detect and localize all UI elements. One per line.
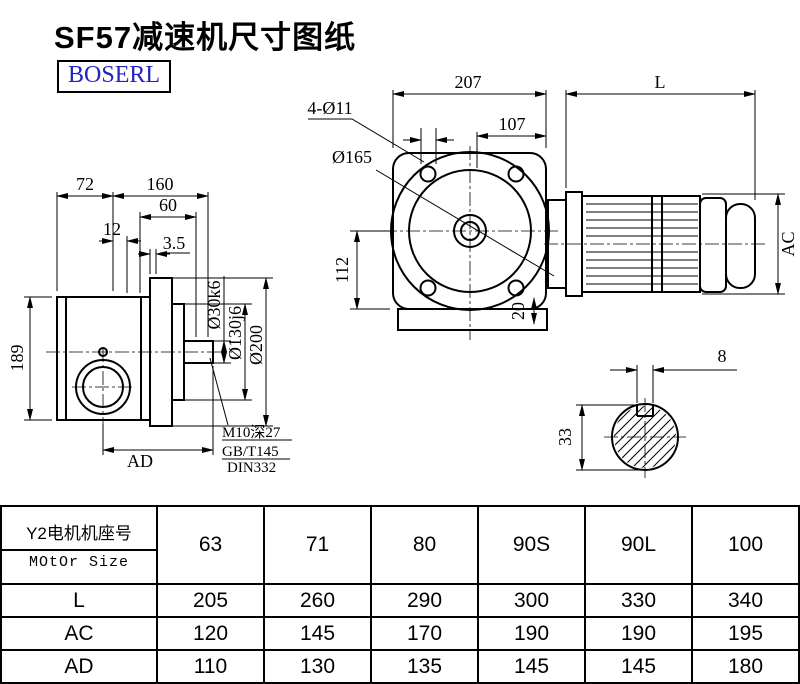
dim-112-label: 112 [332,257,352,283]
row-label-ad: AD [0,649,158,684]
dim-165-label: Ø165 [332,147,372,167]
size-cell-90s: 90S [477,504,586,586]
dim-107-label: 107 [499,114,526,134]
dim-207-label: 207 [455,72,482,92]
table-row-ac: AC 120 145 170 190 190 195 [0,616,800,652]
dim-ad-label: AD [127,451,153,471]
value-cell: 145 [263,616,372,652]
dim-72-label: 72 [76,174,94,194]
dim-12-label: 12 [103,219,121,239]
value-cell: 110 [156,649,265,684]
value-cell: 260 [263,583,372,619]
dim-keyway-width-label: 8 [718,346,727,366]
row-label-ac: AC [0,616,158,652]
dim-motor-length-label: L [655,72,666,92]
dim-60-label: 60 [159,195,177,215]
page-title: SF57减速机尺寸图纸 [54,20,357,55]
table-row-l: L 205 260 290 300 330 340 [0,583,800,619]
dim-20-label: 20 [508,302,528,320]
side-view-dimension-lines [24,192,292,460]
size-cell-71: 71 [263,504,372,586]
front-view-centerlines [383,146,766,340]
boserl-logo: BOSERL [57,60,172,93]
dim-160-label: 160 [147,174,174,194]
motor-size-header-cell: Y2电机机座号 MOtOr Size [0,504,158,586]
dim-flange-diameter-label: Ø200 [246,325,266,365]
value-cell: 205 [156,583,265,619]
shaft-section-drawing: 8 33 [555,346,737,478]
value-cell: 135 [370,649,479,684]
value-cell: 300 [477,583,586,619]
front-view-dimension-lines [308,90,785,325]
value-cell: 340 [691,583,800,619]
side-view-drawing: 72 160 60 12 3.5 189 AD Ø30k6 Ø130j6 Ø20… [7,174,292,476]
technical-drawing: 72 160 60 12 3.5 189 AD Ø30k6 Ø130j6 Ø20… [7,72,798,478]
dim-spigot-diameter-label: Ø130j6 [225,306,245,360]
tapped-hole-note-line1: M10深27 [222,424,281,441]
value-cell: 330 [584,583,693,619]
tapped-hole-note-line3: DIN332 [227,460,276,476]
dim-189-label: 189 [7,345,27,372]
table-row-motor-size: Y2电机机座号 MOtOr Size 63 71 80 90S 90L 100 [0,504,800,586]
dim-shaft-diameter-label: Ø30k6 [204,281,224,330]
value-cell: 190 [584,616,693,652]
value-cell: 120 [156,616,265,652]
dim-33-label: 33 [555,428,575,446]
value-cell: 195 [691,616,800,652]
value-cell: 145 [584,649,693,684]
dimension-table: Y2电机机座号 MOtOr Size 63 71 80 90S 90L 100 … [0,504,800,684]
dim-motor-height-label: AC [778,231,798,256]
motor-cooling-fins [586,203,698,285]
motor-size-label-cn: Y2电机机座号 [2,515,156,552]
dim-bolt-holes-label: 4-Ø11 [307,98,352,118]
value-cell: 180 [691,649,800,684]
size-cell-80: 80 [370,504,479,586]
table-row-ad: AD 110 130 135 145 145 180 [0,649,800,684]
size-cell-63: 63 [156,504,265,586]
shaft-section-dimension-lines [576,365,737,471]
front-view-drawing: 207 L 107 4-Ø11 Ø165 112 20 AC [307,72,798,340]
row-label-l: L [0,583,158,619]
side-view-centerlines [46,348,232,424]
front-view-object-lines [390,151,756,331]
value-cell: 170 [370,616,479,652]
value-cell: 130 [263,649,372,684]
size-cell-100: 100 [691,504,800,586]
shaft-section-centerlines [604,398,686,478]
value-cell: 190 [477,616,586,652]
dim-3-5-label: 3.5 [163,233,186,253]
value-cell: 145 [477,649,586,684]
value-cell: 290 [370,583,479,619]
size-cell-90l: 90L [584,504,693,586]
tapped-hole-note-line2: GB/T145 [222,444,279,460]
motor-size-label-en: MOtOr Size [28,554,129,572]
